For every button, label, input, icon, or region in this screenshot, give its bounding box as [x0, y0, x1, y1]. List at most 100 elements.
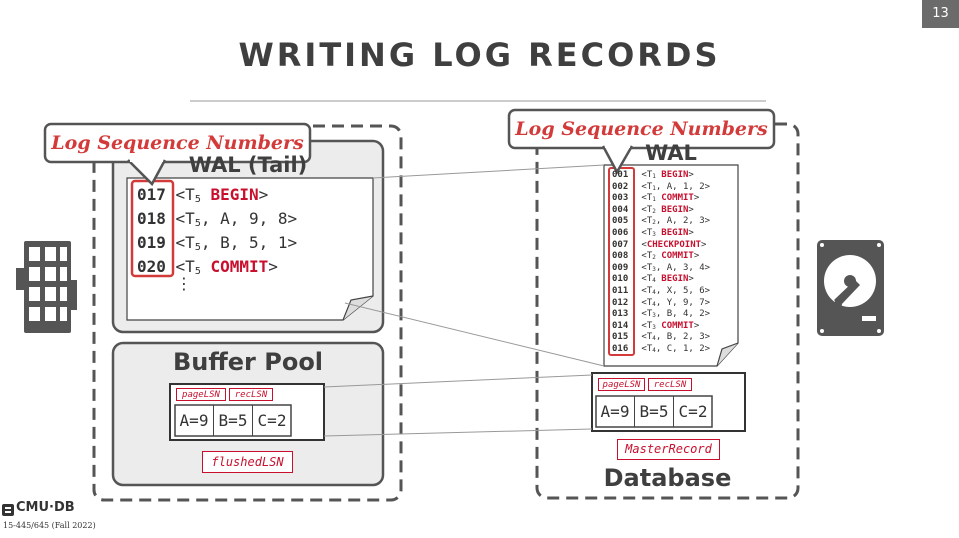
- callout-left-shape: [43, 122, 312, 187]
- wal-disk-entry-record: <CHECKPOINT>: [641, 239, 707, 250]
- wal-disk-entry-lsn: 003: [612, 193, 629, 204]
- wal-disk-entry-lsn: 013: [612, 309, 629, 320]
- buffer-cell-a: A=9: [175, 405, 214, 436]
- page-fold: [342, 295, 374, 321]
- callout-right-label: Log Sequence Numbers: [515, 118, 768, 140]
- buffer-cells-frame: [174, 404, 292, 437]
- wal-disk-entry-record: <T4, Y, 9, 7>: [641, 297, 711, 308]
- wal-disk-entry-lsn: 007: [612, 239, 629, 250]
- wal-disk-entry-lsn: 010: [612, 274, 629, 285]
- disk-cells: A=9 B=5 C=2: [596, 396, 712, 427]
- wal-disk-entry-record: <T4 BEGIN>: [641, 274, 694, 285]
- cmu-db-logo-mark: [2, 504, 14, 516]
- buffer-cell-b: B=5: [214, 405, 253, 436]
- disk-rec-lsn-tag: recLSN: [648, 378, 692, 391]
- flushed-lsn-tag: flushedLSN: [202, 451, 293, 473]
- disk-page-lsn-tag: pageLSN: [598, 378, 645, 391]
- wal-disk-entry-lsn: 016: [612, 344, 629, 354]
- disk-cell-b: B=5: [635, 396, 674, 427]
- wal-disk-entry-lsn: 005: [612, 216, 629, 227]
- slide-number: 13: [922, 0, 959, 28]
- disk-cell-a: A=9: [596, 396, 635, 427]
- wal-disk-entry-row: 001 <T1 BEGIN>: [612, 170, 694, 182]
- wal-disk-entry-row: 003 <T1 COMMIT>: [612, 193, 699, 205]
- wal-disk-entry-record: <T2 BEGIN>: [641, 204, 694, 215]
- wal-tail-title: WAL (Tail): [188, 153, 308, 177]
- hard-disk-icon: [817, 240, 884, 336]
- wal-disk-entry-row: 016 <T4, C, 1, 2>: [612, 344, 710, 356]
- buffer-cell-c: C=2: [257, 411, 287, 430]
- wal-tail-entry-lsn: 018: [137, 209, 166, 228]
- wal-tail-entry-record: <T5, A, 9, 8>: [175, 209, 298, 229]
- wal-tail-entry-lsn: 020: [137, 257, 166, 276]
- wal-disk-entry-lsn: 002: [612, 181, 629, 192]
- wal-disk-entry-lsn: 008: [612, 251, 629, 262]
- wal-tail-entry-lsn: 019: [137, 233, 166, 252]
- wal-disk-entry-row: 015 <T4, B, 2, 3>: [612, 332, 710, 344]
- wal-disk-entry-record: <T3, A, 3, 4>: [641, 262, 711, 273]
- master-record-tag: MasterRecord: [617, 439, 720, 460]
- wal-disk-entry-lsn: 001: [612, 170, 629, 180]
- wal-disk-entry-row: 011 <T4, X, 5, 6>: [612, 286, 710, 298]
- wal-disk-entry-record: <T1, A, 1, 2>: [641, 181, 711, 192]
- wal-disk-entry-record: <T3, B, 4, 2>: [641, 309, 711, 320]
- wal-disk-entry-lsn: 011: [612, 286, 629, 296]
- callout-left-label: Log Sequence Numbers: [51, 132, 304, 154]
- wal-disk-entry-row: 006 <T3 BEGIN>: [612, 228, 694, 240]
- page-lsn-tag: pageLSN: [176, 388, 226, 401]
- footer-course: 15-445/645 (Fall 2022): [3, 521, 96, 530]
- rec-lsn-tag: recLSN: [229, 388, 273, 401]
- wal-tail-entry-row: 018 <T5, A, 9, 8>: [137, 207, 297, 231]
- wal-disk-entry-record: <T3 COMMIT>: [641, 320, 700, 331]
- wal-disk-entry-row: 007 <CHECKPOINT>: [612, 240, 706, 252]
- slide-title: WRITING LOG RECORDS: [238, 36, 721, 74]
- wal-tail-entry-record: <T5 BEGIN>: [175, 185, 269, 205]
- lsn-highlight-disk: [608, 167, 635, 356]
- wal-disk-entry-record: <T4, C, 1, 2>: [641, 344, 711, 354]
- connector-wal-top: [372, 164, 605, 179]
- wal-disk-entry-row: 005 <T2, A, 2, 3>: [612, 216, 710, 228]
- disk-cell-c: C=2: [678, 402, 708, 421]
- wal-disk-entry-record: <T2 COMMIT>: [641, 251, 700, 262]
- wal-disk-entry-row: 004 <T2 BEGIN>: [612, 205, 694, 217]
- wal-disk-entry-row: 010 <T4 BEGIN>: [612, 274, 694, 286]
- wal-disk-entry-row: 012 <T4, Y, 9, 7>: [612, 298, 710, 310]
- wal-disk-entry-record: <T1 BEGIN>: [641, 170, 694, 180]
- buffer-pool-title: Buffer Pool: [172, 348, 324, 376]
- wal-tail-entry-record: <T5, B, 5, 1>: [175, 233, 298, 253]
- wal-disk-entry-lsn: 009: [612, 262, 629, 273]
- wal-disk-entry-row: 014 <T3 COMMIT>: [612, 321, 699, 333]
- wal-disk-entry-lsn: 014: [612, 320, 629, 331]
- ellipsis: ⋮: [176, 274, 192, 293]
- connector-page-bottom: [323, 428, 593, 437]
- wal-disk-entry-row: 008 <T2 COMMIT>: [612, 251, 699, 263]
- wal-tail-entry-row: 017 <T5 BEGIN>: [137, 183, 268, 207]
- wal-disk-entry-lsn: 012: [612, 297, 629, 308]
- wal-disk-entry-lsn: 015: [612, 332, 629, 343]
- wal-disk-title: WAL: [645, 141, 697, 165]
- wal-disk-entry-row: 013 <T3, B, 4, 2>: [612, 309, 710, 321]
- wal-disk-entry-lsn: 006: [612, 228, 629, 238]
- wal-disk-entry-row: 009 <T3, A, 3, 4>: [612, 263, 710, 275]
- disk-page-fold: [716, 342, 739, 367]
- callout-right-shape: [507, 108, 776, 175]
- buffer-cells: A=9 B=5 C=2: [175, 405, 291, 436]
- wal-disk-entry-row: 002 <T1, A, 1, 2>: [612, 182, 710, 194]
- connector-wal-bottom: [344, 302, 605, 367]
- wal-disk-entry-record: <T4, B, 2, 3>: [641, 332, 711, 343]
- wal-tail-entries: 017 <T5 BEGIN>018 <T5, A, 9, 8>019 <T5, …: [137, 183, 367, 283]
- disk-cells-frame: [595, 395, 713, 428]
- wal-disk-entry-record: <T2, A, 2, 3>: [641, 216, 711, 227]
- wal-tail-entry-row: 020 <T5 COMMIT>: [137, 255, 278, 279]
- footer-logo: CMU·DB: [16, 500, 75, 515]
- database-title: Database: [603, 464, 732, 492]
- wal-tail-entry-lsn: 017: [137, 185, 166, 204]
- wal-tail-entry-row: 019 <T5, B, 5, 1>: [137, 231, 297, 255]
- wal-tail-entry-record: <T5 COMMIT>: [175, 257, 278, 277]
- wal-disk-entry-lsn: 004: [612, 204, 629, 215]
- connector-page-top: [323, 374, 593, 388]
- wal-disk-entry-record: <T1 COMMIT>: [641, 193, 700, 204]
- wal-disk-entry-record: <T3 BEGIN>: [641, 228, 694, 238]
- wal-disk-entry-record: <T4, X, 5, 6>: [641, 286, 711, 296]
- wal-disk-entries: 001 <T1 BEGIN>002 <T1, A, 1, 2>003 <T1 C…: [612, 170, 736, 356]
